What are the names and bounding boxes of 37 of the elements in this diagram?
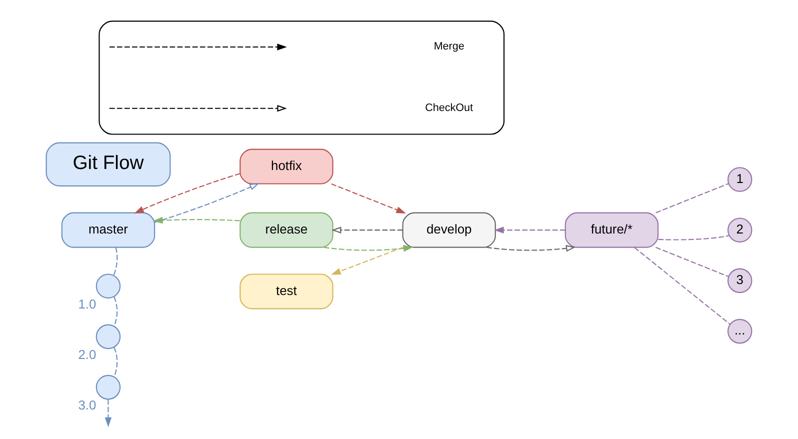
node-circle: 3 xyxy=(727,268,752,294)
node-label: 1.0 xyxy=(78,296,96,312)
node-circle xyxy=(96,274,121,298)
node-circle xyxy=(96,324,121,350)
arrow xyxy=(331,183,406,214)
node-label: 2.0 xyxy=(78,346,96,362)
legend-label: CheckOut xyxy=(425,102,473,114)
arrow xyxy=(134,173,240,214)
connector xyxy=(634,247,730,325)
arrow xyxy=(331,246,404,275)
node-circle xyxy=(96,374,121,400)
arrow xyxy=(153,216,240,224)
connector xyxy=(656,183,729,214)
node-box xyxy=(98,20,505,135)
node-box: test xyxy=(240,274,334,310)
node-box: hotfix xyxy=(240,148,334,184)
connector xyxy=(114,347,118,377)
connector xyxy=(656,246,729,278)
node-box: develop xyxy=(402,212,496,248)
arrow xyxy=(494,226,566,234)
node-box: master xyxy=(61,212,156,248)
connector xyxy=(113,247,118,276)
arrow xyxy=(154,183,260,223)
connector xyxy=(114,296,118,326)
arrow xyxy=(331,226,403,234)
node-box: future/* xyxy=(564,212,659,248)
legend-label: Merge xyxy=(434,40,464,53)
node-label: 3.0 xyxy=(78,397,96,412)
arrow xyxy=(324,245,414,252)
node-circle: 2 xyxy=(727,218,752,242)
node-box: Git Flow xyxy=(46,142,171,186)
arrow xyxy=(104,399,112,428)
arrow xyxy=(486,245,576,252)
node-circle: 1 xyxy=(727,167,752,192)
node-circle: ... xyxy=(727,318,752,344)
connector xyxy=(658,235,730,240)
node-box: release xyxy=(240,212,334,248)
